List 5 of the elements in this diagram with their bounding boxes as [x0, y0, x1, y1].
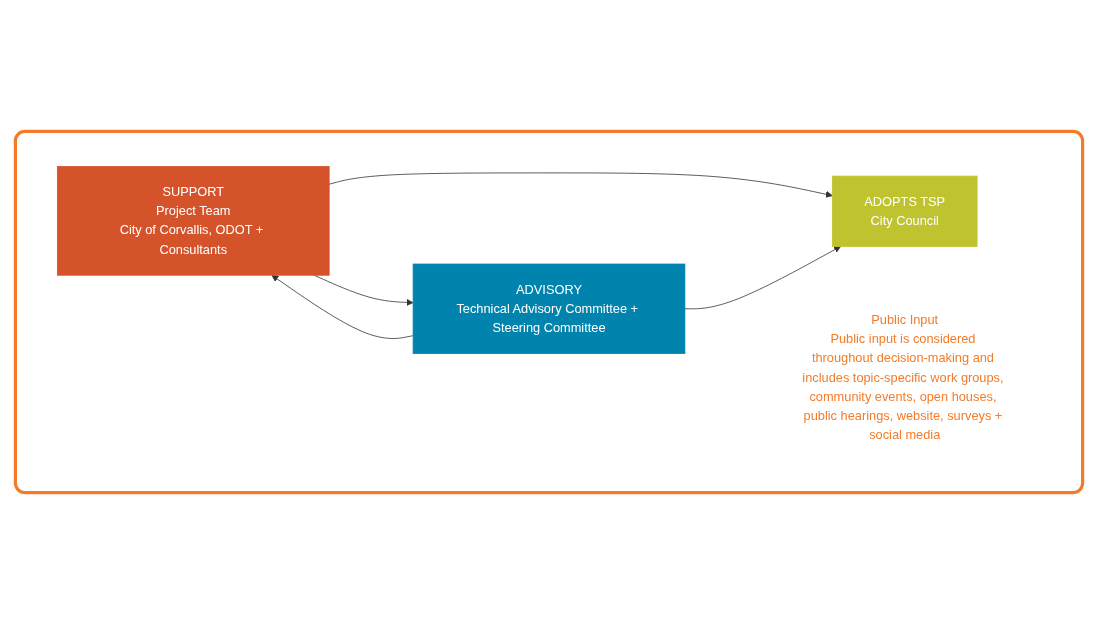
node-box: ADVISORY Technical Advisory Committee + Steering Committee [412, 263, 685, 354]
node-box: SUPPORT Project Team City of Corvallis, ODOT + Consultants [56, 165, 330, 276]
node-box: ADOPTS TSP City Council [831, 175, 977, 247]
cluster [13, 129, 1084, 494]
node-text: Public Input Public input is considered throughout decision-making and includes topic-specific work groups, community events, open houses, public hearings, website, surveys + social media [801, 312, 1004, 441]
